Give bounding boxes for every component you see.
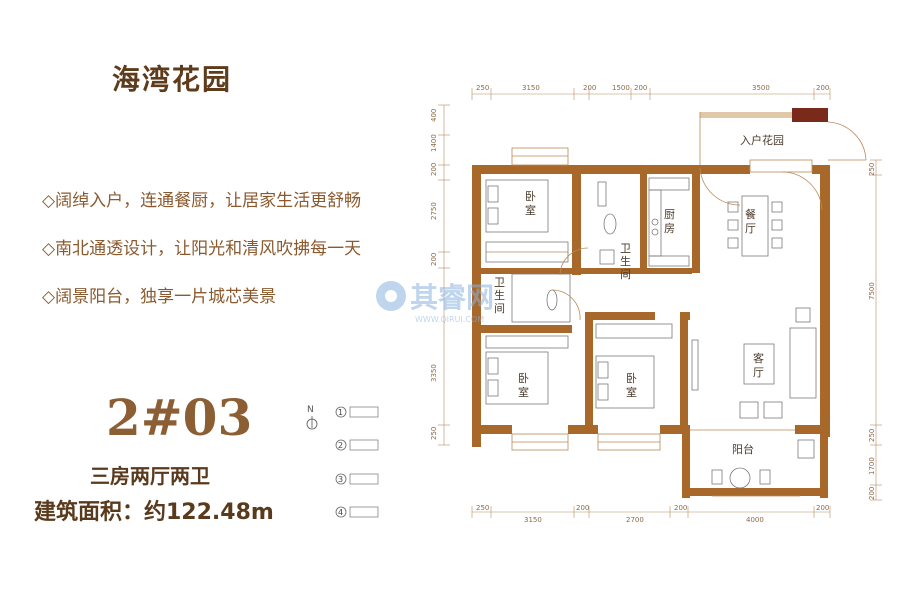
right-dimensions: 250 7500 250 1700 200 (868, 159, 882, 501)
dim-left-5: 200 (430, 253, 438, 266)
dim-left-1: 400 (430, 109, 438, 122)
label-bath-2-c: 间 (494, 302, 505, 315)
unit-number: 2#03 (106, 388, 253, 447)
dim-right-2: 7500 (868, 282, 876, 300)
label-bath-2-a: 卫 (494, 276, 505, 289)
label-bedroom-3-a: 卧 (626, 372, 637, 385)
key-plan-1: 1 (338, 408, 343, 417)
dim-left-7: 250 (430, 427, 438, 440)
windows (511, 147, 813, 497)
bottom-dimensions: 250 3150 200 2700 200 4000 200 (471, 504, 831, 524)
compass-icon (306, 418, 318, 430)
building-area: 建筑面积：约122.48m (34, 500, 274, 525)
dim-left-6: 3350 (430, 364, 438, 382)
dim-top-7: 200 (816, 84, 829, 92)
layout-type: 三房两厅两卫 (90, 464, 210, 488)
top-dimensions: 250 3150 200 1500 200 3500 200 (471, 84, 831, 100)
left-dimensions: 400 1400 200 2750 200 3350 250 (430, 104, 450, 446)
watermark-subtext: WWW.QIRUI.COM (415, 315, 484, 324)
dim-top-1: 250 (476, 84, 489, 92)
label-living-a: 客 (753, 351, 764, 365)
dim-left-3: 200 (430, 163, 438, 176)
dim-top-5: 200 (634, 84, 647, 92)
dim-right-3: 250 (868, 429, 876, 442)
label-dining-b: 厅 (745, 222, 756, 235)
feature-2: ◇南北通透设计，让阳光和清风吹拂每一天 (42, 239, 362, 259)
label-bedroom-2-b: 室 (518, 385, 529, 399)
label-bedroom-1-a: 卧 (525, 190, 536, 203)
dim-top-4: 1500 (612, 84, 630, 92)
compass-north-label: N (307, 405, 314, 415)
key-plan-3: 3 (338, 475, 343, 484)
dim-right-1: 250 (868, 163, 876, 176)
dim-top-3: 200 (583, 84, 596, 92)
dim-left-2: 1400 (430, 134, 438, 152)
furniture (485, 167, 823, 489)
label-bath-1-b: 生 (620, 254, 631, 268)
walls (472, 165, 830, 498)
label-bath-2-b: 生 (494, 288, 505, 302)
dim-bottom-7: 200 (816, 504, 829, 512)
dim-top-6: 3500 (752, 84, 770, 92)
dim-bottom-3: 200 (576, 504, 589, 512)
label-entry-garden: 入户花园 (740, 133, 784, 147)
room-labels: 入户花园 卧 室 卫 生 间 卫 生 间 厨 房 餐 厅 客 厅 卧 室 卧 室… (494, 133, 784, 456)
feature-1: ◇阔绰入户，连通餐厨，让居家生活更舒畅 (42, 191, 362, 211)
label-living-b: 厅 (753, 366, 764, 379)
label-bedroom-2-a: 卧 (518, 372, 529, 385)
label-bath-1-c: 间 (620, 268, 631, 281)
dim-bottom-5: 200 (674, 504, 687, 512)
label-kitchen-a: 厨 (664, 208, 675, 221)
label-bedroom-1-b: 室 (525, 203, 536, 217)
dim-bottom-6: 4000 (746, 516, 764, 524)
dim-right-5: 200 (868, 487, 876, 500)
dim-left-4: 2750 (430, 202, 438, 220)
feature-3: ◇阔景阳台，独享一片城芯美景 (42, 287, 277, 307)
dim-top-2: 3150 (522, 84, 540, 92)
dim-right-4: 1700 (868, 457, 876, 475)
watermark: 其睿网 WWW.QIRUI.COM (376, 281, 494, 324)
label-bedroom-3-b: 室 (626, 385, 637, 399)
project-title: 海湾花园 (112, 63, 233, 96)
key-plan-4: 4 (338, 508, 343, 517)
dim-bottom-1: 250 (476, 504, 489, 512)
label-dining-a: 餐 (745, 207, 756, 221)
label-kitchen-b: 房 (664, 222, 675, 235)
label-bath-1-a: 卫 (620, 242, 631, 255)
entry-garden-outline (699, 108, 867, 168)
watermark-text: 其睿网 (410, 281, 494, 314)
compass: N (306, 405, 318, 430)
key-plan: 1 2 3 4 (335, 406, 379, 518)
label-balcony: 阳台 (732, 442, 754, 456)
key-plan-2: 2 (338, 441, 343, 450)
dim-bottom-4: 2700 (626, 516, 644, 524)
dim-bottom-2: 3150 (524, 516, 542, 524)
